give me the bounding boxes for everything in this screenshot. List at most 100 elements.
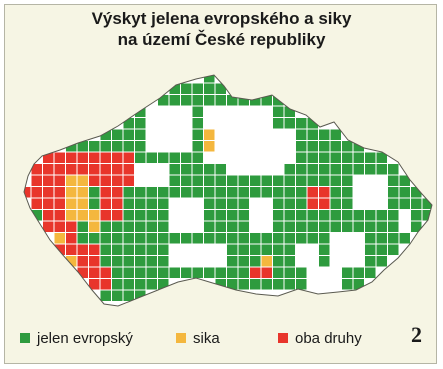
grid-cell-sika bbox=[204, 129, 215, 140]
grid-cell-oba bbox=[54, 175, 65, 186]
grid-cell-jelen bbox=[238, 233, 249, 244]
grid-cell-jelen bbox=[77, 141, 88, 152]
grid-cell-jelen bbox=[365, 210, 376, 221]
grid-cell-jelen bbox=[411, 187, 422, 198]
grid-cell-oba bbox=[89, 175, 100, 186]
grid-cell-oba bbox=[307, 198, 318, 209]
grid-cell-oba bbox=[66, 244, 77, 255]
grid-cell-jelen bbox=[112, 290, 123, 301]
grid-cell-jelen bbox=[169, 152, 180, 163]
grid-cell-jelen bbox=[135, 267, 146, 278]
grid-cell-jelen bbox=[112, 244, 123, 255]
grid-cell-jelen bbox=[353, 210, 364, 221]
grid-cell-jelen bbox=[273, 233, 284, 244]
grid-cell-jelen bbox=[146, 244, 157, 255]
legend-swatch-sika bbox=[176, 333, 186, 344]
grid-cell-jelen bbox=[296, 210, 307, 221]
grid-cell-jelen bbox=[204, 198, 215, 209]
grid-cell-oba bbox=[31, 187, 42, 198]
grid-cell-jelen bbox=[158, 198, 169, 209]
grid-cell-jelen bbox=[112, 267, 123, 278]
grid-cell-oba bbox=[54, 210, 65, 221]
grid-cell-jelen bbox=[284, 175, 295, 186]
grid-cell-jelen bbox=[388, 164, 399, 175]
grid-cell-jelen bbox=[215, 198, 226, 209]
grid-cell-oba bbox=[31, 198, 42, 209]
grid-cell-jelen bbox=[192, 83, 203, 94]
legend-item-jelen: jelen evropský bbox=[20, 330, 133, 347]
grid-cell-jelen bbox=[146, 187, 157, 198]
legend-label-oba: oba druhy bbox=[295, 330, 362, 347]
grid-cell-jelen bbox=[135, 256, 146, 267]
grid-cell-jelen bbox=[146, 256, 157, 267]
grid-cell-jelen bbox=[284, 244, 295, 255]
grid-cell-jelen bbox=[146, 233, 157, 244]
grid-cell-oba bbox=[43, 152, 54, 163]
legend-item-oba: oba druhy bbox=[278, 330, 362, 347]
grid-cell-sika bbox=[66, 187, 77, 198]
grid-cell-jelen bbox=[169, 187, 180, 198]
grid-cell-jelen bbox=[100, 141, 111, 152]
grid-cell-oba bbox=[112, 175, 123, 186]
grid-cell-jelen bbox=[192, 175, 203, 186]
grid-cell-jelen bbox=[215, 175, 226, 186]
grid-cell-jelen bbox=[342, 221, 353, 232]
grid-cell-oba bbox=[43, 187, 54, 198]
grid-cell-jelen bbox=[273, 118, 284, 129]
grid-cell-jelen bbox=[169, 267, 180, 278]
grid-cell-jelen bbox=[238, 279, 249, 290]
grid-cell-jelen bbox=[123, 221, 134, 232]
grid-cell-jelen bbox=[135, 290, 146, 301]
grid-cell-jelen bbox=[273, 267, 284, 278]
grid-cell-jelen bbox=[158, 233, 169, 244]
grid-cell-jelen bbox=[204, 83, 215, 94]
grid-cell-jelen bbox=[319, 175, 330, 186]
grid-cell-jelen bbox=[353, 164, 364, 175]
grid-cell-oba bbox=[77, 267, 88, 278]
grid-cell-jelen bbox=[307, 141, 318, 152]
grid-cell-jelen bbox=[365, 244, 376, 255]
grid-cell-jelen bbox=[330, 221, 341, 232]
grid-cell-jelen bbox=[319, 210, 330, 221]
grid-cell-jelen bbox=[250, 233, 261, 244]
grid-cell-jelen bbox=[227, 256, 238, 267]
grid-cell-jelen bbox=[388, 198, 399, 209]
grid-cell-jelen bbox=[296, 164, 307, 175]
grid-cell-oba bbox=[123, 175, 134, 186]
grid-cell-jelen bbox=[135, 187, 146, 198]
grid-cell-jelen bbox=[158, 244, 169, 255]
grid-cell-jelen bbox=[307, 129, 318, 140]
grid-cell-jelen bbox=[411, 221, 422, 232]
grid-cell-sika bbox=[261, 256, 272, 267]
grid-cell-jelen bbox=[112, 233, 123, 244]
grid-cell-jelen bbox=[284, 279, 295, 290]
grid-cell-jelen bbox=[353, 279, 364, 290]
grid-cell-oba bbox=[66, 164, 77, 175]
grid-cell-jelen bbox=[123, 256, 134, 267]
grid-cell-jelen bbox=[296, 221, 307, 232]
grid-cell-jelen bbox=[342, 141, 353, 152]
grid-cell-oba bbox=[43, 164, 54, 175]
grid-cell-jelen bbox=[146, 198, 157, 209]
grid-cell-jelen bbox=[227, 244, 238, 255]
legend-swatch-oba bbox=[278, 333, 288, 344]
grid-cell-sika bbox=[66, 256, 77, 267]
grid-cell-jelen bbox=[296, 279, 307, 290]
grid-cell-jelen bbox=[284, 118, 295, 129]
grid-cell-jelen bbox=[342, 152, 353, 163]
grid-cell-jelen bbox=[353, 267, 364, 278]
grid-cell-jelen bbox=[353, 141, 364, 152]
legend-item-sika: sika bbox=[176, 330, 220, 347]
grid-cell-jelen bbox=[66, 141, 77, 152]
grid-cell-jelen bbox=[238, 198, 249, 209]
grid-cell-jelen bbox=[123, 210, 134, 221]
grid-cell-jelen bbox=[169, 175, 180, 186]
grid-cell-oba bbox=[319, 198, 330, 209]
grid-cell-jelen bbox=[261, 175, 272, 186]
grid-cell-jelen bbox=[215, 221, 226, 232]
grid-cell-jelen bbox=[273, 187, 284, 198]
grid-cell-jelen bbox=[238, 244, 249, 255]
grid-cell-jelen bbox=[227, 198, 238, 209]
grid-cell-jelen bbox=[319, 129, 330, 140]
